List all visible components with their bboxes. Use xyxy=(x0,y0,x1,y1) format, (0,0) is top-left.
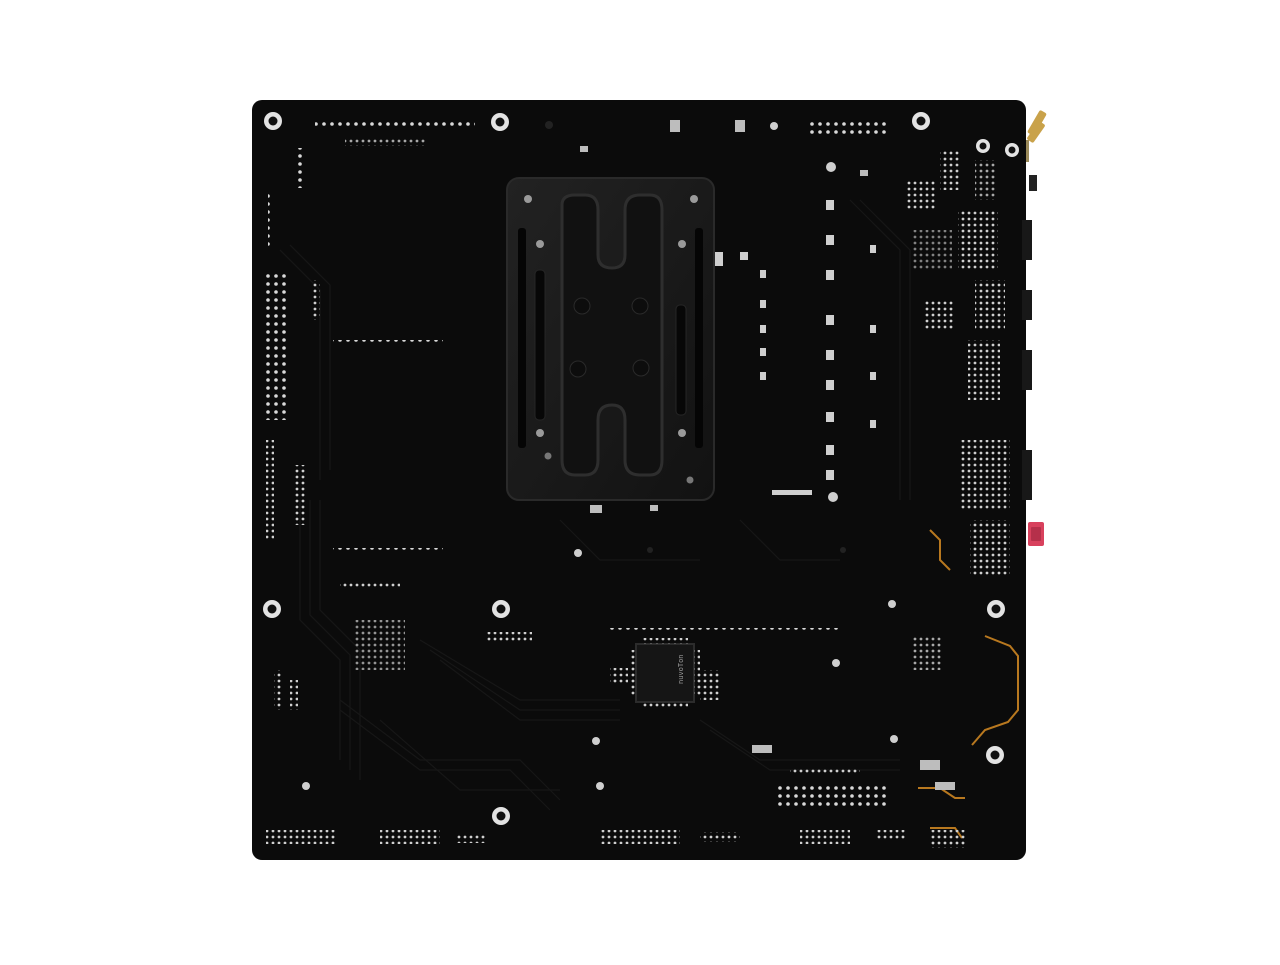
mounting-hole xyxy=(264,112,282,130)
mounting-holes xyxy=(263,112,1019,825)
mounting-hole xyxy=(986,746,1004,764)
super-io-chip: nuvoTon xyxy=(630,638,700,708)
mounting-hole xyxy=(491,113,509,131)
mounting-hole xyxy=(492,600,510,618)
smd-components xyxy=(302,120,995,790)
mounting-hole xyxy=(492,807,510,825)
cpu-backplate xyxy=(506,177,715,501)
mounting-hole xyxy=(976,139,990,153)
mounting-hole xyxy=(987,600,1005,618)
dimm-solder-rows xyxy=(315,120,890,634)
left-connector-columns xyxy=(262,148,320,710)
mounting-hole xyxy=(263,600,281,618)
rear-io-pads xyxy=(905,150,1037,575)
vrm-component-columns xyxy=(715,162,876,502)
mounting-hole xyxy=(912,112,930,130)
audio-jack xyxy=(1028,522,1044,546)
bottom-headers xyxy=(266,632,965,848)
mounting-hole xyxy=(1005,143,1019,157)
chip-brand-label: nuvoTon xyxy=(677,654,685,684)
